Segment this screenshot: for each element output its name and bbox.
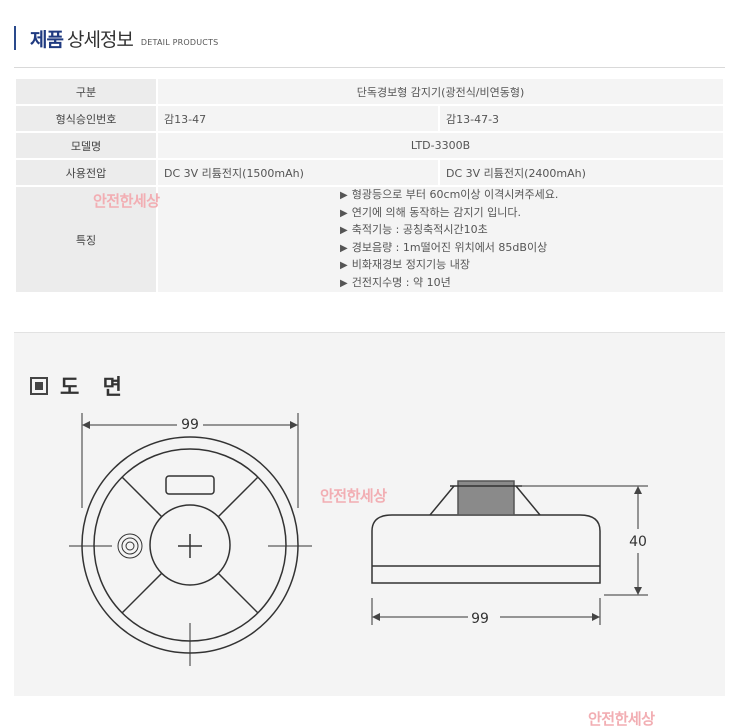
- feature-text: 비화재경보 정지기능 내장: [351, 258, 471, 271]
- list-item: ▶형광등으로 부터 60cm이상 이격시켜주세요.: [340, 187, 717, 205]
- list-item: ▶건전지수명 : 약 10년: [340, 275, 717, 293]
- spec-value-power-1: DC 3V 리튬전지(1500mAh): [158, 160, 438, 185]
- bullet-arrow-icon: ▶: [340, 242, 348, 254]
- spec-value-features: ▶형광등으로 부터 60cm이상 이격시켜주세요. ▶연기에 의해 동작하는 감…: [158, 187, 723, 292]
- top-view: [69, 413, 312, 666]
- watermark: 안전한세상: [588, 710, 655, 728]
- header-title-bold: 제품: [30, 29, 64, 51]
- spec-label-features: 특징: [16, 187, 156, 292]
- header-subtitle: DETAIL PRODUCTS: [140, 38, 219, 47]
- watermark: 안전한세상: [320, 487, 387, 505]
- spec-value-approval-2: 감13-47-3: [440, 106, 723, 131]
- feature-text: 연기에 의해 동작하는 감지기 입니다.: [351, 205, 521, 219]
- spec-label-model: 모델명: [16, 133, 156, 158]
- dimension-label-side-height: 40: [629, 534, 647, 550]
- table-row: 모델명 LTD-3300B: [16, 133, 723, 158]
- bullet-arrow-icon: ▶: [340, 277, 348, 289]
- drawing-panel: 도 면: [14, 332, 725, 696]
- product-drawing: 99 99 40: [69, 413, 648, 666]
- spec-label-approval: 형식승인번호: [16, 106, 156, 131]
- table-row: 특징 ▶형광등으로 부터 60cm이상 이격시켜주세요. ▶연기에 의해 동작하…: [16, 187, 723, 292]
- spec-value-power-2: DC 3V 리튬전지(2400mAh): [440, 160, 723, 185]
- list-item: ▶비화재경보 정지기능 내장: [340, 257, 717, 275]
- table-row: 형식승인번호 감13-47 감13-47-3: [16, 106, 723, 131]
- spec-table: 구분 단독경보형 감지기(광전식/비연동형) 형식승인번호 감13-47 감13…: [14, 77, 725, 294]
- bullet-arrow-icon: ▶: [340, 260, 348, 271]
- spec-value-approval-1: 감13-47: [158, 106, 438, 131]
- feature-text: 축적기능 : 공칭축적시간10초: [351, 223, 488, 236]
- list-item: ▶연기에 의해 동작하는 감지기 입니다.: [340, 205, 717, 223]
- bullet-arrow-icon: ▶: [340, 225, 348, 236]
- watermark: 안전한세상: [93, 192, 160, 210]
- table-row: 사용전압 DC 3V 리튬전지(1500mAh) DC 3V 리튬전지(2400…: [16, 160, 723, 185]
- bullet-arrow-icon: ▶: [340, 190, 348, 201]
- feature-text: 형광등으로 부터 60cm이상 이격시켜주세요.: [351, 188, 559, 201]
- feature-list: ▶형광등으로 부터 60cm이상 이격시켜주세요. ▶연기에 의해 동작하는 감…: [340, 187, 717, 292]
- square-bullet-icon: [30, 377, 48, 395]
- header-title-regular: 상세정보: [66, 29, 134, 51]
- feature-text: 건전지수명 : 약 10년: [351, 275, 451, 289]
- list-item: ▶경보음량 : 1m떨어진 위치에서 85dB이상: [340, 240, 717, 258]
- header-accent-bar: [14, 26, 16, 50]
- spec-value-model: LTD-3300B: [158, 133, 723, 158]
- table-row: 구분 단독경보형 감지기(광전식/비연동형): [16, 79, 723, 104]
- spec-value-category: 단독경보형 감지기(광전식/비연동형): [158, 79, 723, 104]
- spec-label-category: 구분: [16, 79, 156, 104]
- dimension-label-side-width: 99: [471, 611, 489, 627]
- dimension-label-top-width: 99: [181, 417, 199, 433]
- spec-label-power: 사용전압: [16, 160, 156, 185]
- list-item: ▶축적기능 : 공칭축적시간10초: [340, 222, 717, 240]
- header-divider: [14, 67, 725, 68]
- bullet-arrow-icon: ▶: [340, 207, 348, 219]
- section-header: 제품 상세정보 DETAIL PRODUCTS: [14, 20, 218, 52]
- feature-text: 경보음량 : 1m떨어진 위치에서 85dB이상: [351, 240, 548, 254]
- drawing-title: 도 면: [30, 371, 130, 401]
- side-view: [371, 480, 648, 625]
